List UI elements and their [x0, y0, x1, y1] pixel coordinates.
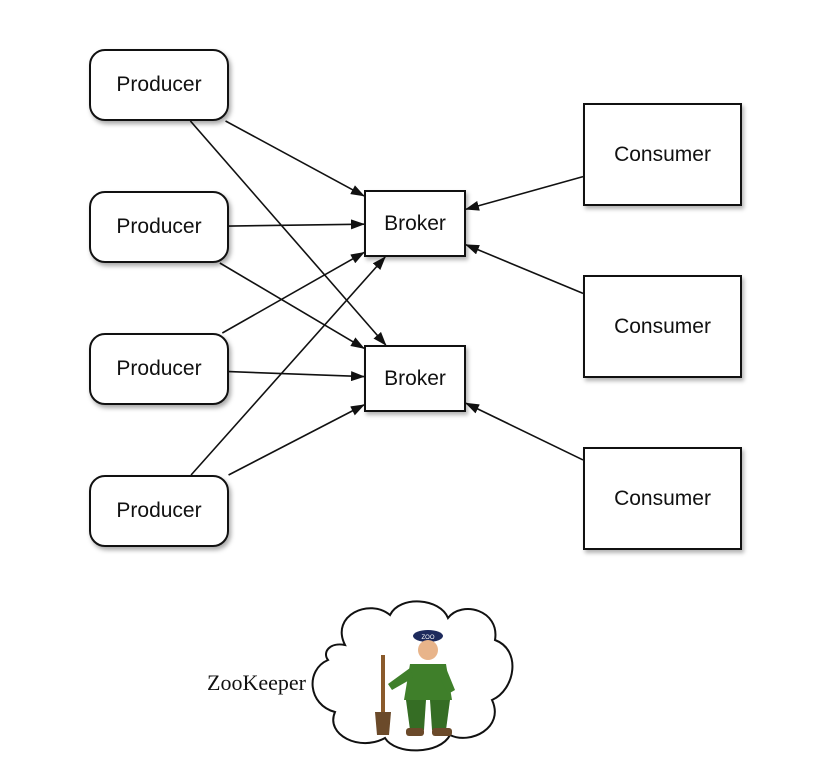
- broker-node: Broker: [364, 345, 466, 412]
- arrow-producer-2-to-broker-1: [228, 219, 365, 230]
- producer-label: Producer: [116, 499, 202, 522]
- consumer-node: Consumer: [583, 103, 742, 206]
- producer-node: Producer: [89, 333, 229, 405]
- cap-text: ZOO: [422, 635, 435, 641]
- arrow-producer-4-to-broker-2: [228, 404, 365, 476]
- consumer-label: Consumer: [614, 314, 711, 338]
- producer-node: Producer: [89, 475, 229, 547]
- producer-label: Producer: [116, 357, 202, 380]
- consumer-node: Consumer: [583, 275, 742, 378]
- producer-label: Producer: [116, 73, 202, 96]
- consumer-node: Consumer: [583, 447, 742, 550]
- arrow-producer-1-to-broker-2: [189, 120, 387, 346]
- arrow-producer-4-to-broker-1: [190, 256, 386, 476]
- broker-label: Broker: [384, 366, 446, 390]
- zookeeper-label: ZooKeeper: [207, 670, 306, 695]
- producer-label: Producer: [116, 215, 202, 238]
- broker-label: Broker: [384, 211, 446, 235]
- consumer-label: Consumer: [614, 142, 711, 166]
- arrow-consumer-1-to-broker-1: [465, 175, 584, 211]
- arrow-producer-2-to-broker-2: [219, 262, 365, 350]
- arrow-producer-3-to-broker-1: [221, 251, 365, 334]
- zookeeper-figure: ZOO: [375, 630, 455, 736]
- arrow-consumer-3-to-broker-2: [465, 402, 584, 461]
- consumer-label: Consumer: [614, 486, 711, 510]
- producer-node: Producer: [89, 191, 229, 263]
- producer-node: Producer: [89, 49, 229, 121]
- arrow-producer-3-to-broker-2: [228, 370, 365, 382]
- arrow-consumer-2-to-broker-1: [465, 243, 584, 295]
- arrow-producer-1-to-broker-1: [225, 120, 365, 197]
- broker-node: Broker: [364, 190, 466, 257]
